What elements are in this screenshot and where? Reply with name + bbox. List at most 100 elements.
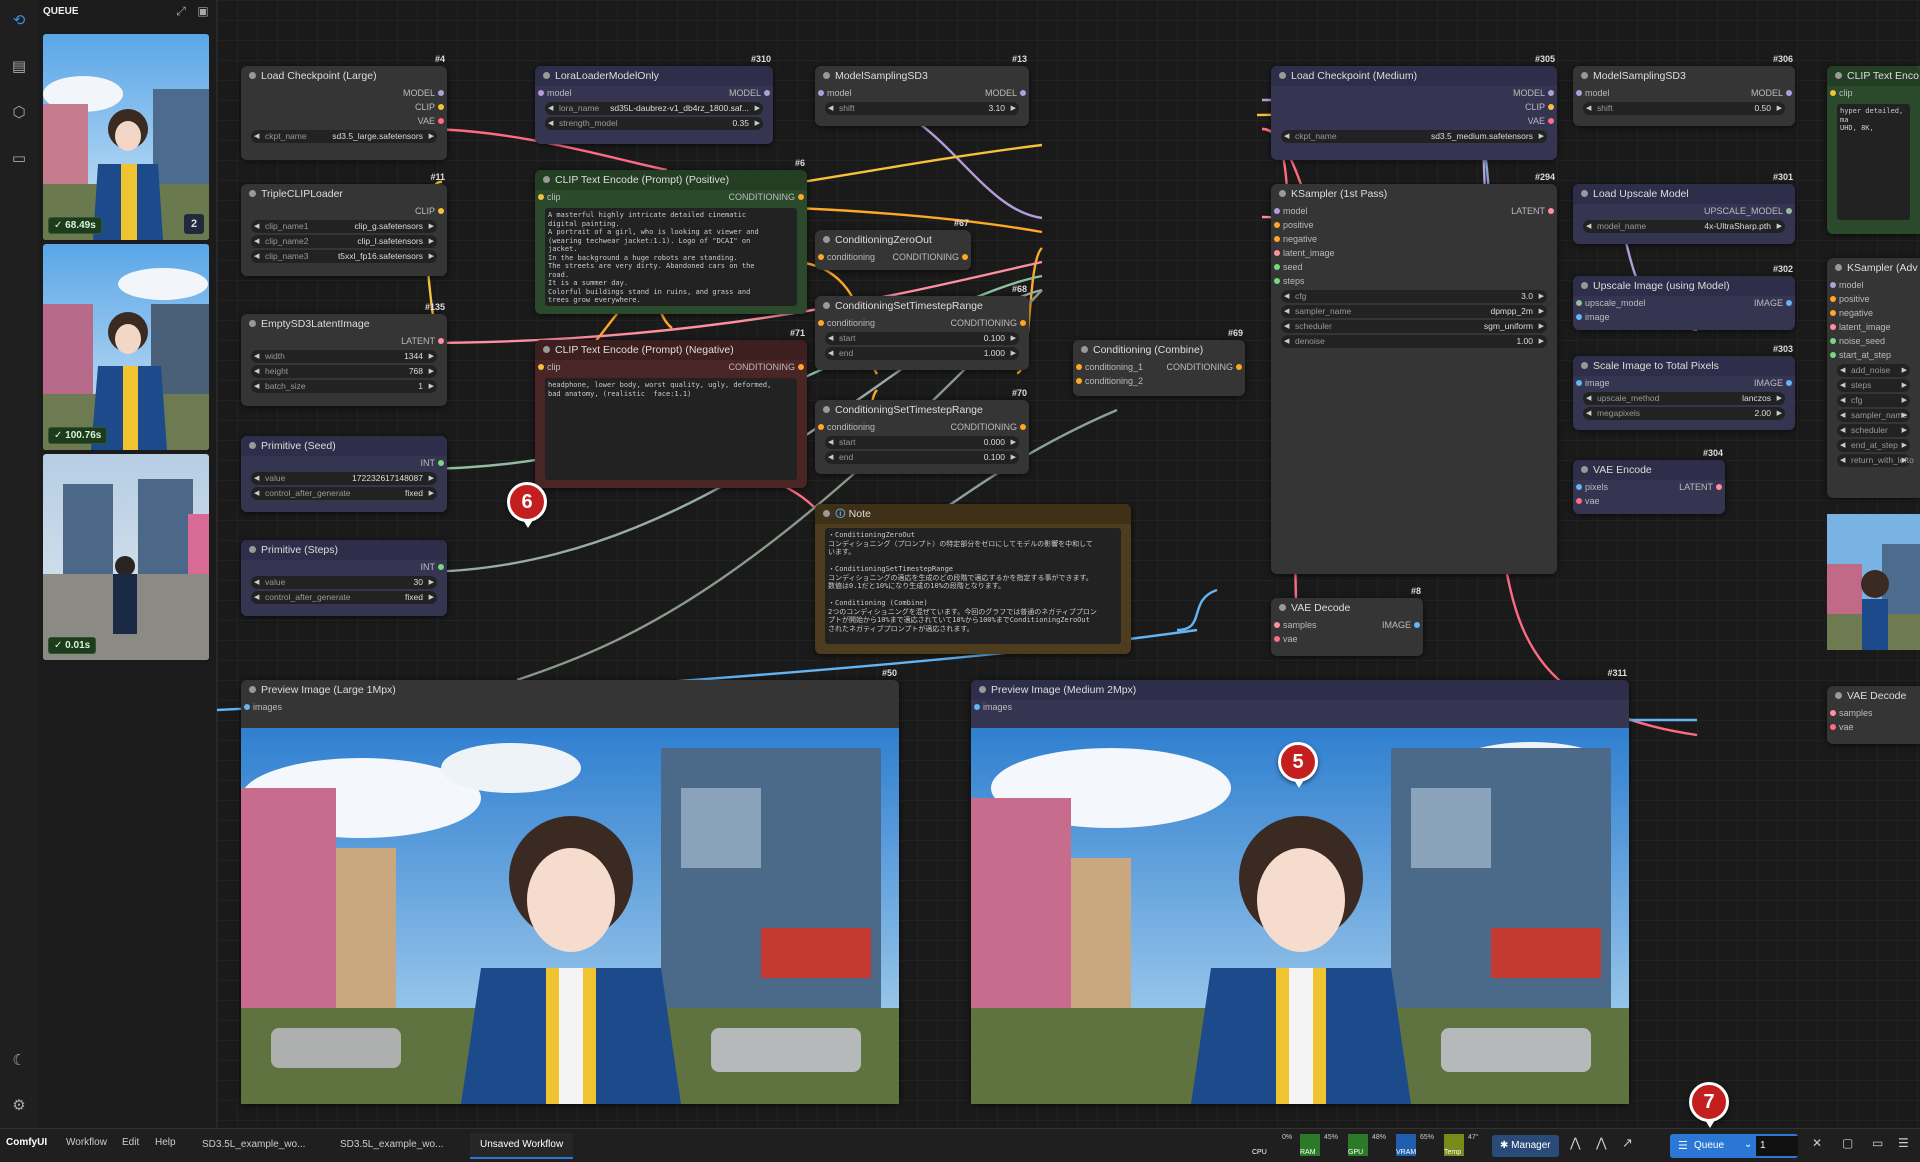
- input-slot[interactable]: [818, 320, 824, 326]
- input-slot[interactable]: [1274, 222, 1280, 228]
- node-title[interactable]: KSampler (Adv: [1827, 258, 1920, 278]
- panel-icon[interactable]: ▭: [1872, 1136, 1884, 1150]
- node-ksampler-advanced[interactable]: KSampler (Adv model positive negative la…: [1827, 258, 1920, 498]
- input-slot[interactable]: [538, 364, 544, 370]
- input-slot[interactable]: [1076, 364, 1082, 370]
- output-slot[interactable]: [438, 118, 444, 124]
- node-upscale-image[interactable]: #302 Upscale Image (using Model) upscale…: [1573, 264, 1795, 330]
- output-slot[interactable]: [1786, 90, 1792, 96]
- node-vae-decode-refine[interactable]: VAE Decode samples vae: [1827, 686, 1920, 744]
- node-title[interactable]: CLIP Text Encode (Prompt) (Positive): [535, 170, 807, 190]
- input-slot[interactable]: [1830, 282, 1836, 288]
- input-slot[interactable]: [1830, 338, 1836, 344]
- node-note[interactable]: 🛈 Note ・ConditioningZeroOut コンディショニング（プロ…: [815, 504, 1131, 654]
- input-slot[interactable]: [1830, 710, 1836, 716]
- output-slot[interactable]: [962, 254, 968, 260]
- output-slot[interactable]: [1548, 208, 1554, 214]
- input-slot[interactable]: [974, 704, 980, 710]
- node-timestep-range-70[interactable]: #70 ConditioningSetTimestepRange conditi…: [815, 388, 1029, 474]
- node-title[interactable]: Preview Image (Medium 2Mpx): [971, 680, 1629, 700]
- image-icon[interactable]: ▣: [197, 4, 209, 18]
- node-title[interactable]: Primitive (Seed): [241, 436, 447, 456]
- node-title[interactable]: Primitive (Steps): [241, 540, 447, 560]
- input-slot[interactable]: [818, 424, 824, 430]
- input-slot[interactable]: [1576, 498, 1582, 504]
- output-slot[interactable]: [1548, 104, 1554, 110]
- output-slot[interactable]: [1786, 208, 1792, 214]
- manager-button[interactable]: ✱ Manager: [1492, 1135, 1559, 1157]
- prompt-textarea[interactable]: A masterful highly intricate detailed ci…: [545, 208, 797, 306]
- node-title[interactable]: ConditioningSetTimestepRange: [815, 400, 1029, 420]
- widget-lora-name[interactable]: lora_namesd35L-daubrez-v1_db4rz_1800.saf…: [545, 102, 763, 115]
- node-library-icon[interactable]: ⬡: [12, 104, 26, 121]
- node-title[interactable]: VAE Decode: [1827, 686, 1920, 706]
- node-preview-image-medium[interactable]: #311 Preview Image (Medium 2Mpx) images: [971, 668, 1629, 1104]
- graph-canvas[interactable]: #4 Load Checkpoint (Large) MODEL CLIP VA…: [217, 0, 1920, 1128]
- output-slot[interactable]: [438, 564, 444, 570]
- node-title[interactable]: Load Upscale Model: [1573, 184, 1795, 204]
- input-slot[interactable]: [1576, 90, 1582, 96]
- output-slot[interactable]: [798, 364, 804, 370]
- input-slot[interactable]: [1830, 724, 1836, 730]
- output-slot[interactable]: [764, 90, 770, 96]
- node-clip-text-positive[interactable]: #6 CLIP Text Encode (Prompt) (Positive) …: [535, 158, 807, 314]
- node-empty-latent[interactable]: #135 EmptySD3LatentImage LATENT width134…: [241, 302, 447, 406]
- widget-cfg[interactable]: cfg: [1837, 394, 1910, 407]
- widget-return-with-leftover[interactable]: return_with_lefto: [1837, 454, 1914, 467]
- output-slot[interactable]: [438, 208, 444, 214]
- input-slot[interactable]: [1830, 296, 1836, 302]
- tab-unsaved-workflow[interactable]: Unsaved Workflow: [470, 1133, 574, 1159]
- node-preview-image-large[interactable]: #50 Preview Image (Large 1Mpx) images: [241, 668, 899, 1104]
- input-slot[interactable]: [1830, 90, 1836, 96]
- node-title[interactable]: EmptySD3LatentImage: [241, 314, 447, 334]
- input-slot[interactable]: [1274, 636, 1280, 642]
- node-load-checkpoint-large[interactable]: #4 Load Checkpoint (Large) MODEL CLIP VA…: [241, 54, 447, 160]
- queue-item[interactable]: ✓ 100.76s: [43, 244, 209, 450]
- window-icon[interactable]: ▢: [1842, 1136, 1854, 1150]
- tab-workflow-2[interactable]: SD3.5L_example_wo...: [340, 1139, 444, 1150]
- output-slot[interactable]: [1020, 320, 1026, 326]
- output-slot[interactable]: [438, 104, 444, 110]
- node-primitive-seed[interactable]: Primitive (Seed) INT value17223261714808…: [241, 436, 447, 512]
- input-slot[interactable]: [1274, 208, 1280, 214]
- folder-icon[interactable]: ▭: [11, 150, 27, 167]
- expand-icon[interactable]: ⤢: [176, 4, 186, 18]
- moon-icon[interactable]: ☾: [12, 1052, 26, 1069]
- input-slot[interactable]: [1274, 250, 1280, 256]
- input-slot[interactable]: [1830, 324, 1836, 330]
- note-textarea[interactable]: ・ConditioningZeroOut コンディショニング（プロンプト）の特定…: [825, 528, 1121, 644]
- queue-item[interactable]: ✓ 0.01s: [43, 454, 209, 660]
- node-title[interactable]: Upscale Image (using Model): [1573, 276, 1795, 296]
- input-slot[interactable]: [538, 90, 544, 96]
- menu-edit[interactable]: Edit: [122, 1137, 140, 1148]
- output-slot[interactable]: [1414, 622, 1420, 628]
- output-slot[interactable]: [1236, 364, 1242, 370]
- widget-steps[interactable]: steps: [1837, 379, 1910, 392]
- output-slot[interactable]: [1020, 424, 1026, 430]
- menu-help[interactable]: Help: [155, 1137, 176, 1148]
- input-slot[interactable]: [1576, 380, 1582, 386]
- output-slot[interactable]: [1716, 484, 1722, 490]
- history-icon[interactable]: ⟲: [12, 12, 26, 29]
